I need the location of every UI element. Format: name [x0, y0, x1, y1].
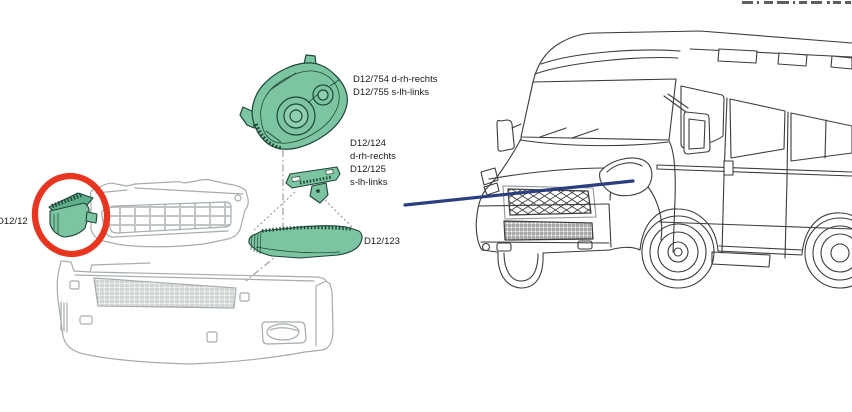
headlight-part [239, 54, 348, 150]
bracket-label-line3: D12/125 [350, 164, 386, 175]
annotation-circle [31, 172, 111, 258]
corner-part-label-clipped: D12/12 [0, 216, 28, 227]
trim-part-label: D12/123 [364, 236, 400, 247]
bracket-label-line1: D12/124 [350, 138, 386, 149]
van-drawing [475, 30, 852, 289]
bracket-part-label: D12/124 d-rh-rechts D12/125 s-lh-links [350, 137, 396, 189]
trim-part [248, 225, 363, 259]
headlight-part-label: D12/754 d-rh-rechts D12/755 s-lh-links [353, 74, 437, 99]
bracket-label-line2: d-rh-rechts [350, 151, 396, 162]
grille-panel-drawing [89, 178, 249, 248]
bumper-drawing [56, 260, 334, 365]
headlight-label-line1: D12/754 d-rh-rechts [353, 74, 438, 85]
assembly-guide-lines [245, 150, 353, 282]
leader-line-to-van [403, 179, 635, 207]
bracket-label-line4: s-lh-links [350, 177, 388, 188]
headlight-label-line2: D12/755 s-lh-links [353, 86, 430, 98]
bracket-part [285, 166, 341, 204]
corner-piece-part [48, 192, 98, 238]
